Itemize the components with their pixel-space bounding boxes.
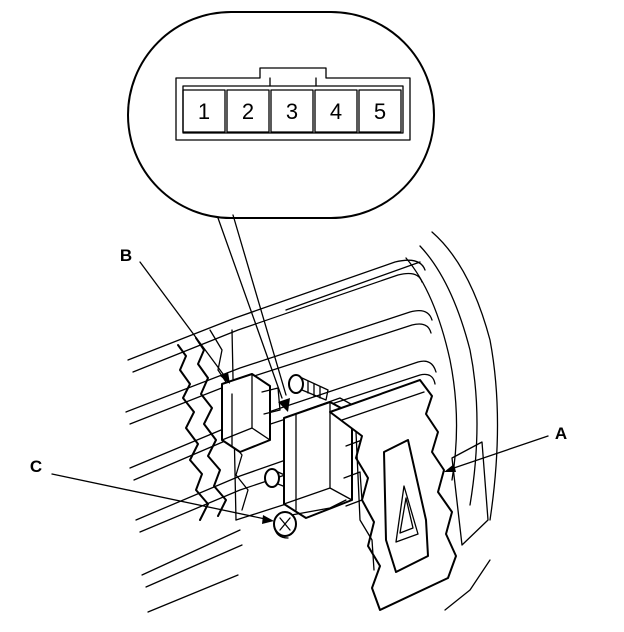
vent-louvers	[125, 231, 499, 613]
pin-label-1: 1	[198, 99, 210, 124]
pin-label-4: 4	[330, 99, 342, 124]
callout-b: B	[120, 246, 132, 265]
callout-c: C	[30, 457, 42, 476]
callout-a: A	[555, 424, 567, 443]
hazard-switch-body	[283, 379, 457, 611]
connector-detail: 1 2 3 4 5	[127, 11, 435, 219]
pin-label-5: 5	[374, 99, 386, 124]
connector-pin-cells	[182, 89, 402, 133]
pin-label-3: 3	[286, 99, 298, 124]
screw-c	[273, 511, 297, 539]
connector-b	[221, 373, 281, 453]
leader-lines	[51, 214, 549, 524]
screw-upper	[288, 374, 329, 401]
pin-label-2: 2	[242, 99, 254, 124]
